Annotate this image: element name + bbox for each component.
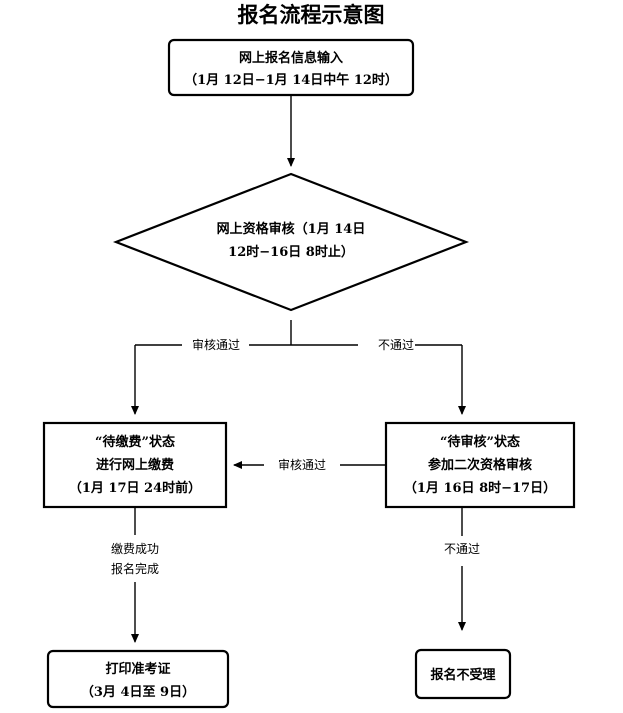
pending-second-review-action: 参加二次资格审核 xyxy=(428,457,532,473)
pending-payment-box xyxy=(42,421,228,509)
qualification-review-title: 网上资格审核（1月 14日 xyxy=(217,221,366,237)
print-ticket-period: （3月 4日至 9日） xyxy=(81,684,195,700)
page-title: 报名流程示意图 xyxy=(238,2,385,27)
print-ticket-box xyxy=(46,649,230,709)
pay-done-label-1: 缴费成功 xyxy=(111,541,159,556)
second-fail-label: 不通过 xyxy=(444,542,480,556)
pending-payment-deadline: （1月 17日 24时前） xyxy=(69,480,201,496)
registration-input-period: （1月 12日−1月 14日中午 12时） xyxy=(184,72,398,88)
pending-payment-status: “待缴费”状态 xyxy=(95,434,175,450)
registration-rejected-box xyxy=(414,648,512,700)
branch-pass-label: 审核通过 xyxy=(192,337,240,352)
branch-fail-label: 不通过 xyxy=(378,338,414,352)
qualification-review-diamond xyxy=(112,172,470,312)
second-pass-label: 审核通过 xyxy=(278,457,326,472)
pending-second-review-period: （1月 16日 8时−17日） xyxy=(404,480,556,496)
print-ticket-title: 打印准考证 xyxy=(105,661,170,677)
registration-rejected-label: 报名不受理 xyxy=(430,667,495,683)
pending-payment-action: 进行网上缴费 xyxy=(96,457,174,473)
qualification-review-period: 12时−16日 8时止） xyxy=(228,244,354,260)
registration-input-title: 网上报名信息输入 xyxy=(239,50,343,66)
pay-done-label-2: 报名完成 xyxy=(111,561,159,576)
pending-second-review-status: “待审核”状态 xyxy=(440,434,520,450)
